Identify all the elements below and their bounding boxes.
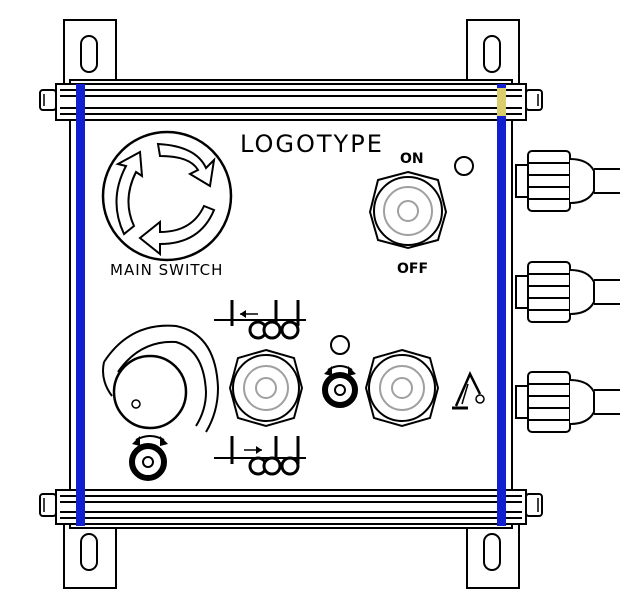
logotype-label: LOGOTYPE (240, 130, 384, 158)
main-switch-label: MAIN SWITCH (110, 261, 223, 279)
off-label: OFF (397, 261, 428, 277)
center-small-knob[interactable] (322, 372, 358, 408)
rotary-knob[interactable] (102, 324, 220, 433)
bracket-slot-icon (483, 35, 501, 73)
bolt-icon (525, 89, 543, 111)
bottom-rail (55, 489, 527, 525)
trailer-icon (214, 436, 306, 476)
top-rail (55, 83, 527, 121)
cable-gland-icon (515, 261, 620, 323)
crane-arm-icon (452, 371, 485, 410)
bolt-icon (39, 493, 57, 517)
trailer-icon (214, 300, 306, 340)
rotate-arrow-icon (132, 435, 168, 446)
left-blue-rail (76, 84, 85, 526)
main-switch[interactable]: MAIN SWITCH (101, 130, 233, 279)
cable-gland-icon (515, 371, 620, 433)
cable-gland-icon (515, 150, 620, 212)
small-rotary-knob[interactable] (129, 443, 167, 481)
right-rail-highlight (497, 88, 506, 116)
rotate-arrow-icon (324, 365, 356, 376)
indicator-lamp-icon (330, 335, 350, 355)
crane-push-button[interactable] (364, 348, 440, 428)
on-off-button[interactable]: ON OFF (368, 151, 448, 277)
bracket-slot-icon (483, 533, 501, 571)
on-label: ON (400, 151, 424, 167)
right-blue-rail (497, 84, 506, 526)
bracket-slot-icon (80, 533, 98, 571)
bracket-slot-icon (80, 35, 98, 73)
bolt-icon (39, 89, 57, 111)
bolt-icon (525, 493, 543, 517)
trailer-push-button[interactable] (228, 348, 304, 428)
indicator-lamp-icon (454, 156, 474, 176)
main-switch-arrows-icon (115, 142, 216, 257)
rotary-knob-icon (112, 354, 188, 430)
